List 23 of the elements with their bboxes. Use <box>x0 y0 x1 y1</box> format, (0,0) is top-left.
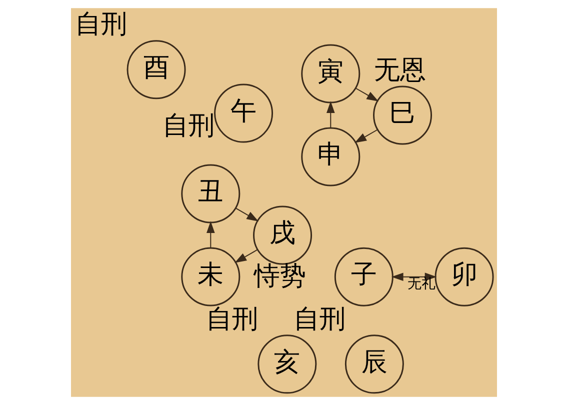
node-circle: 巳 <box>372 86 432 145</box>
node-label: 无恩 <box>374 55 426 86</box>
arrow <box>206 221 214 248</box>
node-circle: 午 <box>214 84 273 143</box>
arrow <box>354 129 378 143</box>
node-label: 自刑 <box>292 304 345 334</box>
edge-label: 无礼 <box>406 276 435 292</box>
node-circle: 酉 <box>126 40 186 100</box>
node-circle: 寅 <box>300 44 360 104</box>
node-label: 自刑 <box>206 304 258 334</box>
node-circle: 未 <box>180 247 240 306</box>
node-circle: 申 <box>300 127 360 186</box>
arrow <box>326 101 334 128</box>
arrow <box>234 249 258 263</box>
node-circle: 卯 <box>434 247 494 306</box>
node-circle: 辰 <box>344 334 404 394</box>
node-circle: 亥 <box>257 334 316 394</box>
arrow <box>234 208 258 222</box>
node-circle: 丑 <box>180 164 240 224</box>
node-circle: 子 <box>334 247 393 306</box>
node-label: 自刑 <box>162 110 214 141</box>
node-label: 自刑 <box>74 10 127 40</box>
arrow <box>354 88 378 102</box>
